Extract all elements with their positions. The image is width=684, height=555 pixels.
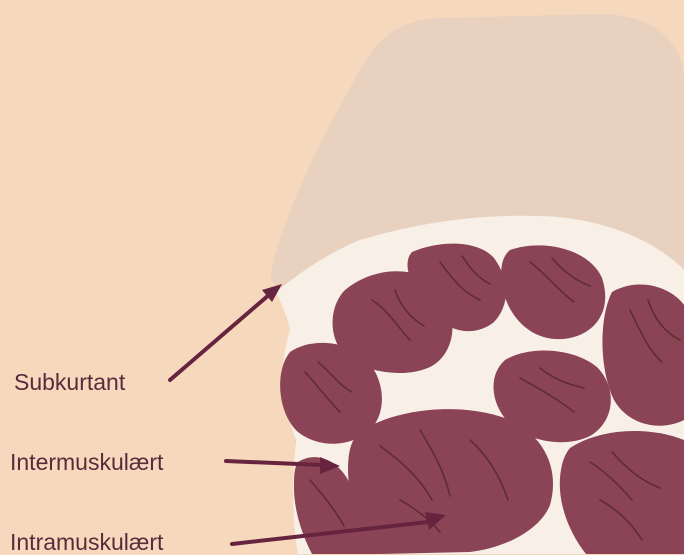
arrow-subcutaneous-line (170, 294, 270, 380)
label-subcutaneous: Subkurtant (14, 371, 125, 394)
muscle-bundle (560, 431, 684, 554)
muscle-bundle (348, 409, 553, 554)
label-intramuscular: Intramuskulært (10, 531, 163, 554)
label-intermuscular: Intermuskulært (10, 451, 163, 474)
